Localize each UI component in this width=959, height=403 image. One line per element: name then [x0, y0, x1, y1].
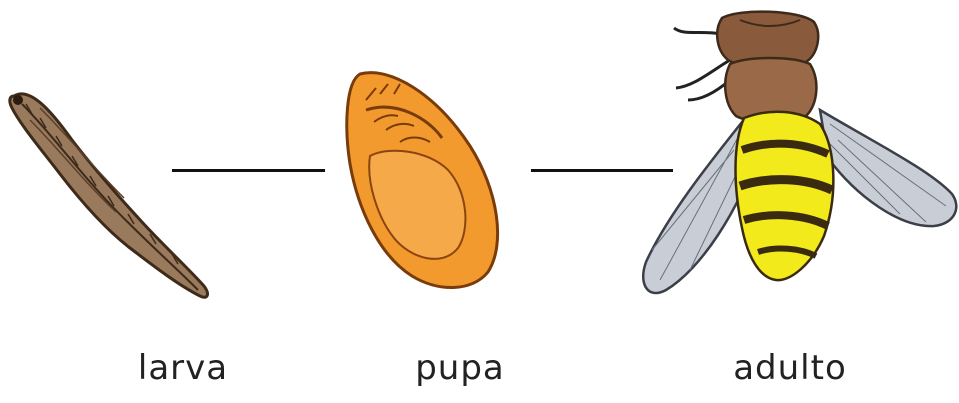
pupa-label: pupa — [405, 348, 515, 388]
larva-illustration — [0, 0, 220, 310]
pupa-illustration — [330, 60, 530, 360]
adult-label: adulto — [720, 348, 860, 388]
adult-fly-illustration — [630, 0, 959, 310]
connector-larva-pupa — [172, 169, 325, 172]
larva-label: larva — [128, 348, 238, 388]
